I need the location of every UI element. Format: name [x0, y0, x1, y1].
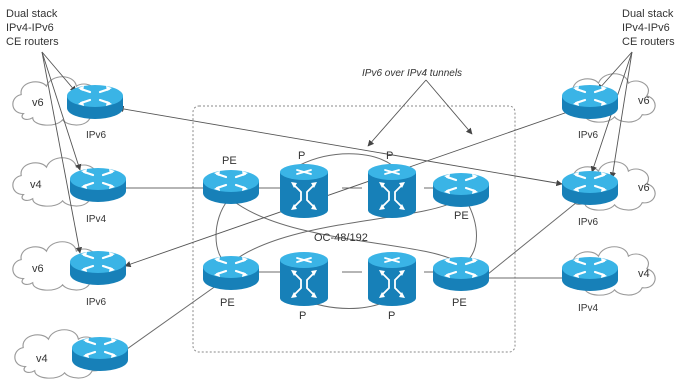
annotation-arrows [41, 51, 633, 254]
ce-left-line1: Dual stack [6, 8, 58, 20]
cloud-left-1-label: v6 [32, 97, 44, 109]
cloud-left-3-label: v6 [32, 263, 44, 275]
label-ce-left-3: IPv6 [86, 297, 106, 308]
router-ce-right-2 [560, 169, 620, 207]
label-ce-right-2: IPv6 [578, 217, 598, 228]
ce-routers-annotation-right: Dual stack IPv4-IPv6 CE routers [622, 8, 675, 48]
tunnel-arrows [117, 104, 586, 268]
cloud-right-3: v4 [564, 246, 656, 296]
label-pe-top-left: PE [222, 155, 237, 167]
label-ce-left-2: IPv4 [86, 214, 106, 225]
router-p-top-left [279, 163, 329, 219]
ce-right-line2: IPv4-IPv6 [622, 22, 670, 34]
label-pe-bottom-left: PE [220, 297, 235, 309]
cloud-right-3-label: v4 [638, 268, 650, 280]
label-ce-right-1: IPv6 [578, 130, 598, 141]
label-p-top-left: P [298, 150, 305, 162]
ce-right-line3: CE routers [622, 36, 675, 48]
router-p-bottom-right [367, 251, 417, 307]
cloud-right-1: v6 [564, 73, 656, 123]
ce-left-line3: CE routers [6, 36, 59, 48]
router-p-bottom-left [279, 251, 329, 307]
cloud-left-2-label: v4 [30, 179, 42, 191]
access-links [119, 187, 583, 355]
cloud-left-4: v4 [14, 329, 106, 379]
router-p-top-right [367, 163, 417, 219]
label-pe-bottom-right: PE [452, 297, 467, 309]
router-ce-right-3 [560, 255, 620, 293]
ce-left-line2: IPv4-IPv6 [6, 22, 54, 34]
cloud-left-4-label: v4 [36, 353, 48, 365]
router-ce-right-1 [560, 83, 620, 121]
cloud-right-1-label: v6 [638, 95, 650, 107]
router-ce-left-4 [70, 335, 130, 373]
ce-routers-annotation-left: Dual stack IPv4-IPv6 CE routers [6, 8, 59, 48]
cloud-right-2: v6 [564, 161, 656, 211]
cloud-left-2: v4 [12, 157, 104, 207]
cloud-right-2-label: v6 [638, 182, 650, 194]
cloud-left-3: v6 [12, 241, 104, 291]
router-pe-top-left [201, 168, 261, 206]
router-pe-bottom-left [201, 254, 261, 292]
label-pe-top-right: PE [454, 210, 469, 222]
label-ce-left-1: IPv6 [86, 130, 106, 141]
router-ce-left-2 [68, 166, 128, 204]
tunnels-annotation: IPv6 over IPv4 tunnels [362, 68, 462, 79]
label-p-bottom-left: P [299, 310, 306, 322]
router-ce-left-1 [65, 83, 125, 121]
ce-right-line1: Dual stack [622, 8, 674, 20]
label-p-top-right: P [386, 150, 393, 162]
cloud-left-1: v6 [12, 76, 104, 126]
router-ce-left-3 [68, 249, 128, 287]
router-pe-top-right [431, 171, 491, 209]
label-ce-right-3: IPv4 [578, 303, 598, 314]
label-p-bottom-right: P [388, 310, 395, 322]
router-pe-bottom-right [431, 255, 491, 293]
backbone-label: OC-48/192 [314, 232, 368, 244]
core-network-boundary [192, 105, 516, 353]
